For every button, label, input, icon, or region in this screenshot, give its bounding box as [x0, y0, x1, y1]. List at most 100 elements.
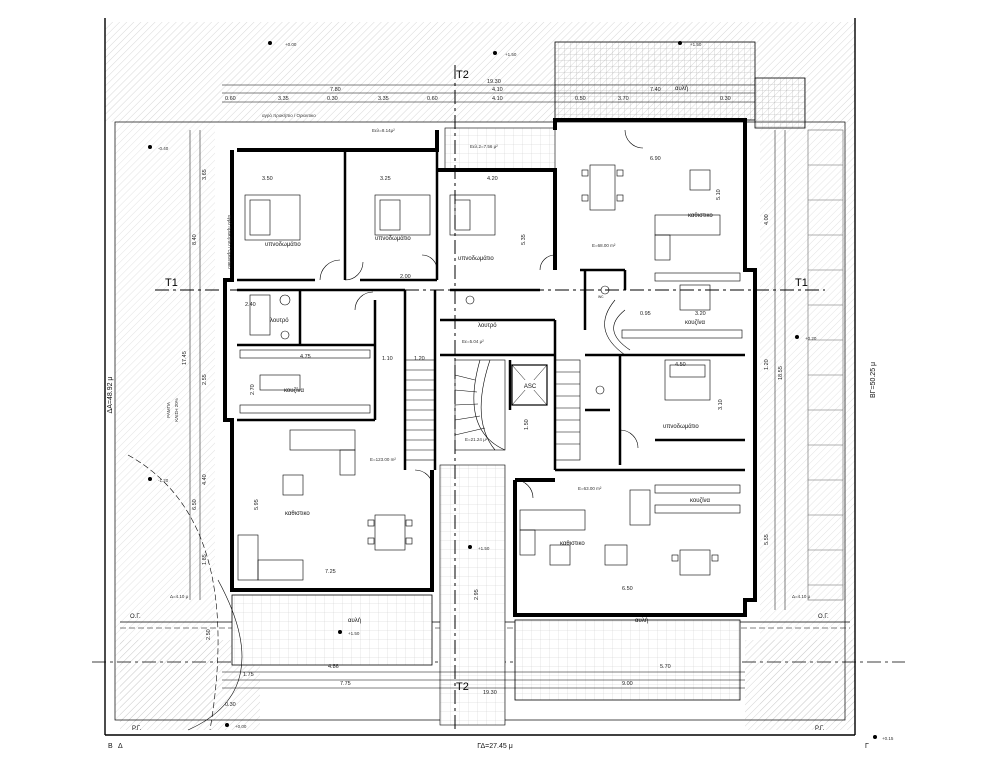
dim-top-total: 19.30 — [487, 79, 501, 85]
dim-misc-h: 4.75 — [300, 354, 311, 360]
dim-bot-e: 5.70 — [660, 664, 671, 670]
level-7: -1.20 — [158, 478, 169, 483]
stair-core — [404, 299, 631, 461]
interior-walls — [237, 150, 745, 472]
level-10: +0.15 — [882, 736, 894, 741]
dim-bed2-h: 3.10 — [718, 399, 724, 410]
area-e4: Eε=5.04 μ² — [462, 339, 484, 344]
room-labels: υπνοδωμάτιο υπνοδωμάτιο υπνοδωμάτιο υπνο… — [227, 85, 713, 624]
label-kitchen-1: κουζίνα — [284, 388, 305, 394]
label-yard-top: αυλή — [675, 85, 688, 92]
dim-h-g: 1.85 — [202, 554, 208, 565]
elevator: ASC — [511, 364, 548, 406]
dim-top-f: 0.30 — [327, 96, 338, 102]
label-yard-right: αυλή — [635, 617, 648, 624]
ramp-line1: ΡΑΜΠΑ — [166, 402, 171, 418]
area-e7: Eελ.2=7.56 μ² — [470, 144, 498, 149]
label-kitchen-2: κουζίνα — [685, 320, 706, 326]
dim-top-a: 7.80 — [330, 87, 341, 93]
dim-bot-f: 0.30 — [225, 702, 236, 708]
level-3: +1.50 — [690, 42, 702, 47]
level-markers: +0.00 +1.50 +1.50 -0.40 +1.50 +0.20 -1.2… — [158, 42, 894, 741]
level-2: +1.50 — [505, 52, 517, 57]
label-bedroom-4: υπνοδωμάτιο — [663, 423, 699, 430]
dim-h-c: 17.45 — [182, 351, 188, 365]
label-living-3: καθιστικο — [560, 541, 585, 547]
label-bath: λουτρό — [270, 317, 289, 324]
stair-top-right — [754, 77, 806, 129]
dim-r-h3: 4.00 — [764, 214, 770, 225]
area-e2: E=63.00 m² — [578, 486, 602, 491]
level-5: +1.50 — [478, 546, 490, 551]
label-bedroom-1: υπνοδωμάτιο — [265, 241, 301, 248]
label-yard-left: αυλή — [348, 617, 361, 624]
boundary-labels: ΔΑ=48.92 μ ΒΓ=50.25 μ ΓΔ=27.45 μ Β Γ Δ Ο… — [107, 362, 877, 750]
dim-r4-h: 5.10 — [716, 189, 722, 200]
rg-right: Ρ.Γ. — [815, 726, 825, 732]
section-mark-t2-bottom: T2 — [456, 681, 469, 693]
dim-bot-b: 4.86 — [328, 664, 339, 670]
dim-misc-d: 3.20 — [695, 311, 706, 317]
dim-r-h1: 18.55 — [778, 366, 784, 380]
label-bedroom-2: υπνοδωμάτιο — [375, 235, 411, 242]
dim-r-h4: 1.20 — [764, 359, 770, 370]
front-yard-left — [231, 594, 433, 666]
og-left: Ο.Γ. — [130, 614, 141, 620]
boundary-left: ΔΑ=48.92 μ — [107, 377, 114, 414]
boundary-bottom: ΓΔ=27.45 μ — [477, 743, 512, 750]
dim-r3-w: 4.20 — [487, 176, 498, 182]
dim-h-h: 5.95 — [254, 499, 260, 510]
dim-dl-right: Δ=4.10 μ — [792, 594, 811, 599]
dim-dl-left: Δ=4.10 μ — [170, 594, 189, 599]
dim-liv-w: 7.25 — [325, 569, 336, 575]
dim-top-e: 3.35 — [278, 96, 289, 102]
level-9: +0.00 — [235, 724, 247, 729]
level-6: +0.20 — [805, 336, 817, 341]
label-bath-2: λουτρό — [478, 322, 497, 329]
corner-g: Γ — [865, 743, 869, 750]
level-1: +0.00 — [285, 42, 297, 47]
dim-top-b: 4.10 — [492, 87, 503, 93]
dim-h-a: 3.65 — [202, 169, 208, 180]
dim-misc-c: 0.95 — [640, 311, 651, 317]
dim-misc-i: 2.00 — [400, 274, 411, 280]
entrance-path — [439, 464, 506, 726]
og-right: Ο.Γ. — [818, 614, 829, 620]
dim-liv2-w: 6.50 — [622, 586, 633, 592]
dim-kit-h: 2.70 — [250, 384, 256, 395]
dim-bot-c: 1.75 — [243, 672, 254, 678]
area-e3: E=68.00 m² — [592, 243, 616, 248]
area-labels: E=123.00 m² E=63.00 m² E=68.00 m² Eε=5.0… — [370, 128, 616, 491]
dim-top-c: 7.40 — [650, 87, 661, 93]
dim-h-d: 2.55 — [202, 374, 208, 385]
dim-r2-w: 3.25 — [380, 176, 391, 182]
dim-r4-w: 6.90 — [650, 156, 661, 162]
area-e6: Eελ=8.14μ² — [372, 128, 395, 133]
section-mark-t2-top: T2 — [456, 69, 469, 81]
furniture — [187, 129, 743, 731]
dim-bot-total: 19.30 — [483, 690, 497, 696]
dim-bot-a: 7.75 — [340, 681, 351, 687]
dim-top-j: 0.50 — [575, 96, 586, 102]
dim-r1-w: 3.50 — [262, 176, 273, 182]
label-garden: αγρό προκήπιο / Οριοντικο — [262, 112, 316, 118]
dim-h-f: 4.40 — [202, 474, 208, 485]
dim-misc-b: 1.20 — [414, 356, 425, 362]
dim-top-l: 0.30 — [720, 96, 731, 102]
section-mark-t1-right: T1 — [795, 277, 808, 289]
elevator-label: ASC — [524, 384, 537, 390]
dimension-texts: 19.30 7.80 4.10 7.40 0.60 3.35 0.30 3.35… — [170, 79, 811, 708]
dim-top-i: 4.10 — [492, 96, 503, 102]
label-wc: wc — [598, 294, 604, 299]
dim-h-b: 8.40 — [192, 234, 198, 245]
dim-top-d: 0.60 — [225, 96, 236, 102]
dim-bed2-w: 4.50 — [675, 362, 686, 368]
dim-wc-w: 2.40 — [245, 302, 256, 308]
dim-misc-f: 2.95 — [474, 589, 480, 600]
corner-d: Δ — [118, 743, 123, 750]
dim-bot-d: 9.00 — [622, 681, 633, 687]
balcony-top — [444, 127, 556, 171]
label-bedroom-3: υπνοδωμάτιο — [458, 255, 494, 262]
dim-h-e: 6.50 — [192, 499, 198, 510]
